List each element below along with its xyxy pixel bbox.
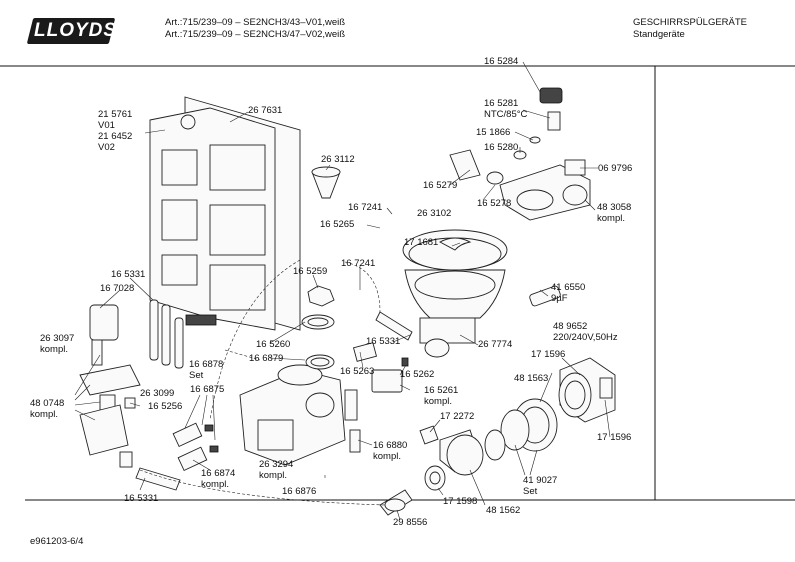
part-label-16-5279: 16 5279 xyxy=(423,180,458,191)
brand-logo: LLOYDS xyxy=(34,20,118,41)
drawing-filter-cup xyxy=(311,166,341,199)
part-label-29-8556: 29 8556 xyxy=(393,517,428,528)
drawing-inlet-valves xyxy=(172,422,219,472)
drawing-dashed-guides xyxy=(139,259,386,506)
part-label-26-7631: 26 7631 xyxy=(248,105,283,116)
part-label-17-1596-top: 17 1596 xyxy=(531,349,566,360)
part-label-48-1563: 48 1563 xyxy=(514,373,549,384)
category-info: GESCHIRRSPÜLGERÄTE Standgeräte xyxy=(633,17,747,41)
part-label-48-1562: 48 1562 xyxy=(486,505,521,516)
category-line-2: Standgeräte xyxy=(633,29,685,40)
part-label-16-5284: 16 5284 xyxy=(484,56,519,67)
part-label-16-6876: 16 6876 xyxy=(282,486,317,497)
part-label-17-1596-bottom: 17 1596 xyxy=(597,432,632,443)
part-label-16-5263: 16 5263 xyxy=(340,366,375,377)
part-label-16-7241-mid: 16 7241 xyxy=(341,258,376,269)
part-label-16-6875: 16 6875 xyxy=(190,384,225,395)
part-label-16-7028: 16 7028 xyxy=(100,283,135,294)
article-info: Art.:715/239–09 – SE2NCH3/43–V01,weiß Ar… xyxy=(165,17,345,41)
part-label-16-6879: 16 6879 xyxy=(249,353,284,364)
drawing-pump-housing xyxy=(419,398,558,491)
part-label-26-3102: 26 3102 xyxy=(417,208,452,219)
drawing-pump-motor xyxy=(558,357,616,423)
drawing-capacitor xyxy=(529,285,561,307)
drawing-hoses xyxy=(135,299,413,516)
drawing-water-tank xyxy=(239,364,361,466)
part-label-06-9796: 06 9796 xyxy=(598,163,633,174)
part-label-16-5331-mid: 16 5331 xyxy=(366,336,401,347)
part-label-16-5259: 16 5259 xyxy=(293,266,328,277)
part-label-17-2272: 17 2272 xyxy=(440,411,475,422)
drawing-level-switch xyxy=(352,342,409,393)
part-label-16-5278: 16 5278 xyxy=(477,198,512,209)
drawing-seal-rings xyxy=(301,285,335,370)
drawing-code: e961203-6/4 xyxy=(30,536,84,547)
part-label-17-1681: 17 1681 xyxy=(404,237,439,248)
drawing-back-plate xyxy=(149,96,301,331)
article-line-2: Art.:715/239–09 – SE2NCH3/47–V02,weiß xyxy=(165,29,346,40)
part-label-17-1598: 17 1598 xyxy=(443,496,478,507)
part-label-16-5265: 16 5265 xyxy=(320,219,355,230)
drawing-heater-assembly xyxy=(449,87,591,221)
part-label-16-5331-left: 16 5331 xyxy=(111,269,146,280)
part-label-16-5262: 16 5262 xyxy=(400,369,435,380)
part-label-16-5260: 16 5260 xyxy=(256,339,291,350)
category-line-1: GESCHIRRSPÜLGERÄTE xyxy=(633,17,748,28)
part-label-16-7241-top: 16 7241 xyxy=(348,202,383,213)
part-label-16-5331-bottom: 16 5331 xyxy=(124,493,159,504)
part-label-26-3099: 26 3099 xyxy=(140,388,175,399)
part-label-26-3112: 26 3112 xyxy=(321,154,355,165)
part-label-16-5280: 16 5280 xyxy=(484,142,519,153)
part-label-15-1866: 15 1866 xyxy=(476,127,511,138)
drawing-valve-block xyxy=(79,304,141,468)
drawing-sump xyxy=(402,229,508,358)
part-label-16-5256: 16 5256 xyxy=(148,401,183,412)
drawing-leader-lines xyxy=(74,61,611,521)
article-line-1: Art.:715/239–09 – SE2NCH3/43–V01,weiß xyxy=(165,17,346,28)
part-label-26-7774: 26 7774 xyxy=(478,339,513,350)
